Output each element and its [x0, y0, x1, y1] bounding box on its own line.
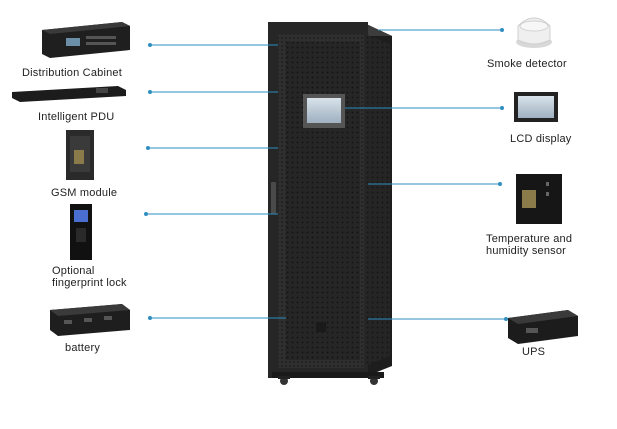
fingerprint-lock-image	[70, 204, 92, 260]
intelligent-pdu-image	[12, 86, 126, 102]
connectors-right	[345, 28, 508, 321]
label-battery: battery	[65, 342, 101, 354]
smoke-detector-image	[516, 17, 552, 48]
battery-image	[50, 304, 130, 336]
label-fingerprint-lock-line2: fingerprint lock	[52, 277, 127, 289]
label-fingerprint-lock-line1: Optional	[52, 265, 95, 277]
lcd-display-image	[514, 92, 558, 122]
label-ups: UPS	[522, 346, 546, 358]
label-temp-humidity-line2: humidity sensor	[486, 245, 567, 257]
label-distribution-cabinet: Distribution Cabinet	[22, 67, 122, 79]
ups-image	[508, 310, 578, 344]
door-handle	[271, 182, 276, 214]
server-cabinet	[268, 22, 392, 385]
label-temp-humidity-line1: Temperature and	[486, 233, 573, 245]
label-gsm-module: GSM module	[51, 187, 118, 199]
door-lcd-screen	[307, 98, 341, 123]
label-intelligent-pdu: Intelligent PDU	[38, 111, 115, 123]
label-smoke-detector: Smoke detector	[487, 58, 567, 70]
gsm-module-image	[66, 130, 94, 180]
label-lcd-display: LCD display	[510, 133, 572, 145]
temperature-humidity-sensor-image	[516, 174, 562, 224]
distribution-cabinet-image	[42, 22, 130, 58]
connectors-left	[144, 43, 286, 320]
